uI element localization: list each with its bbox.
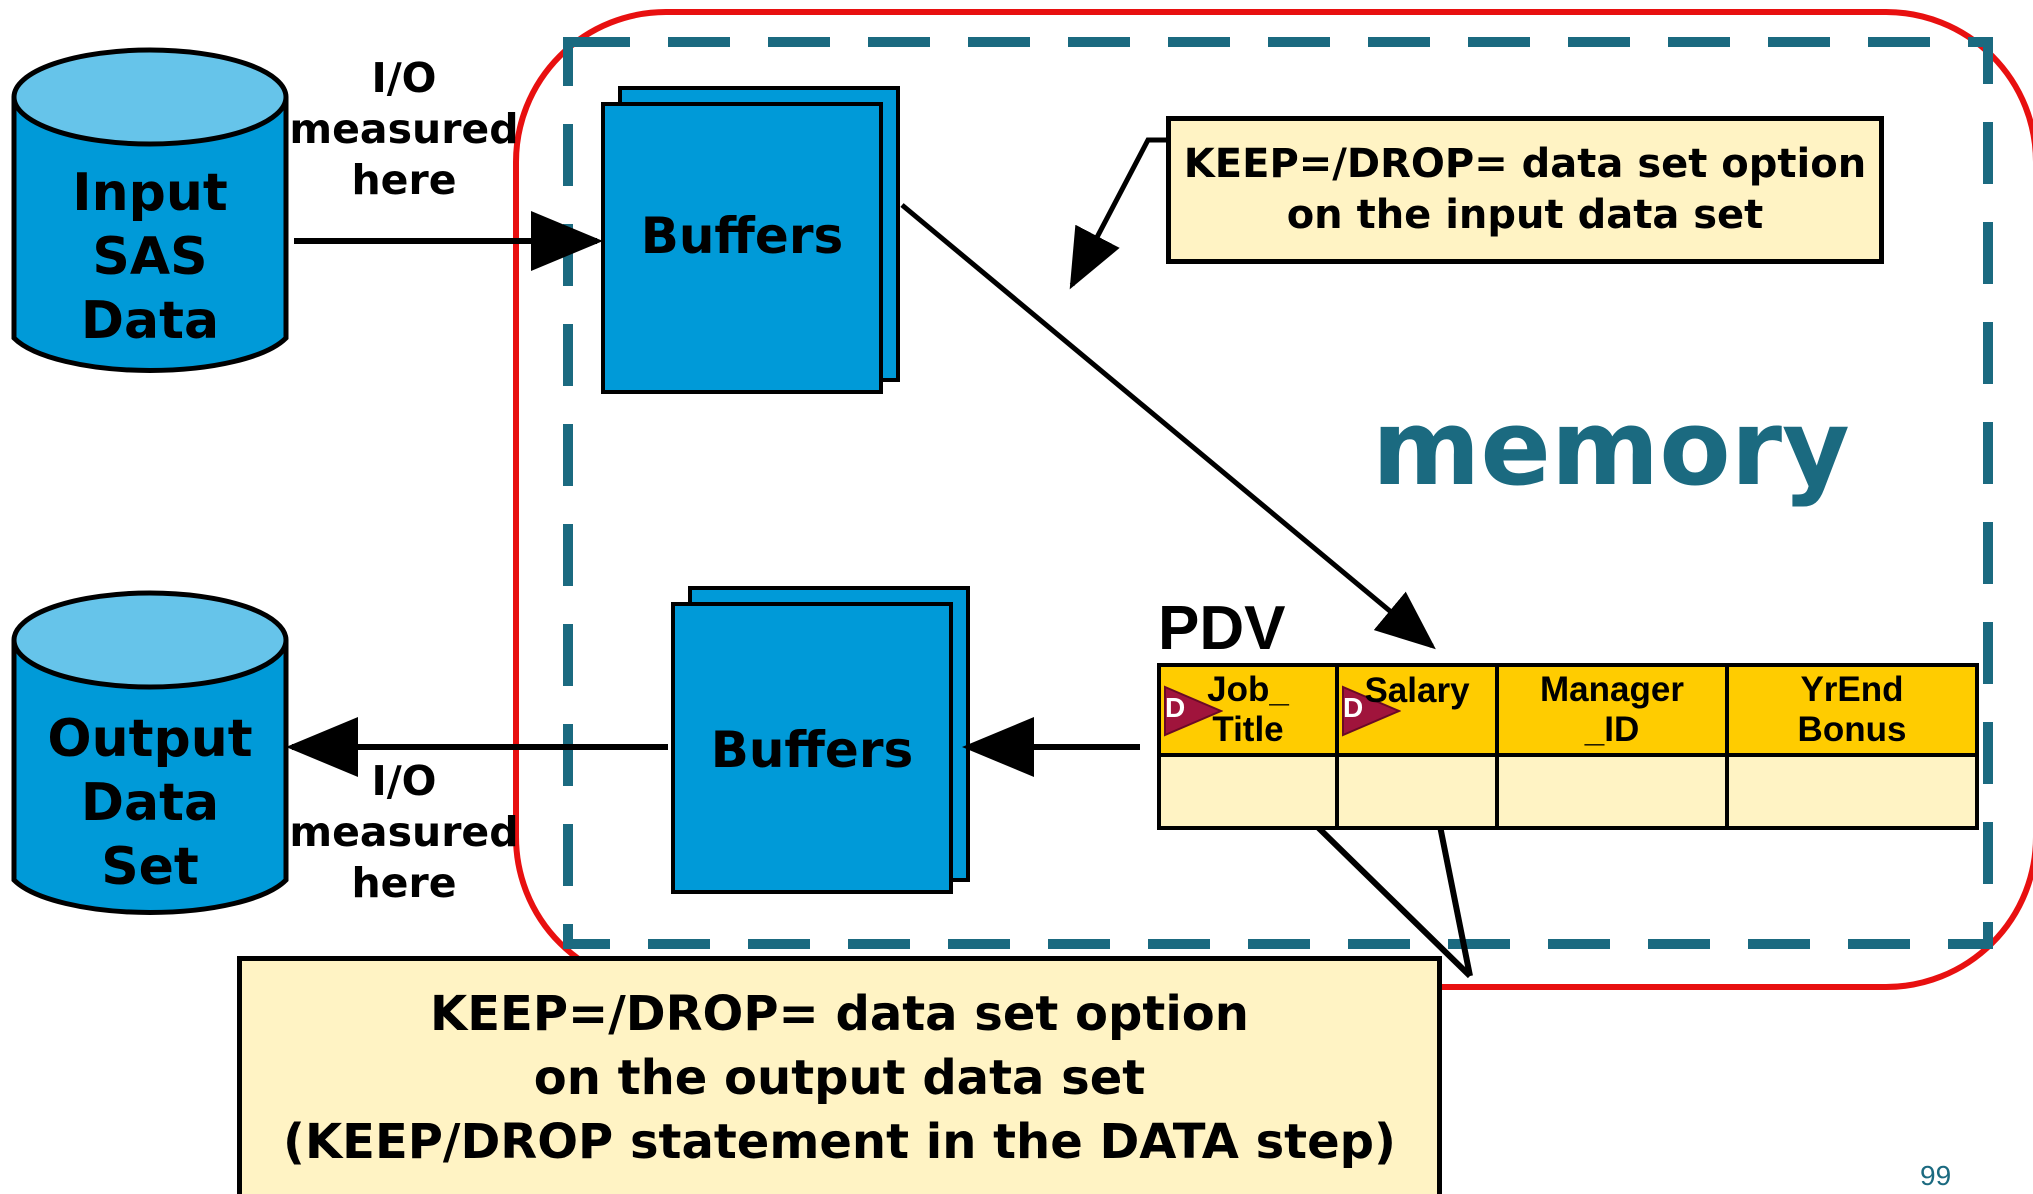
pdv-column-yrend-bonus-line-1: YrEnd [1800, 670, 1904, 709]
pdv-column-job-title-line-1: Job_ [1207, 670, 1289, 709]
input-cylinder-label: Input SAS Data [14, 161, 286, 353]
output-buffers-label: Buffers [710, 721, 914, 779]
pdv-header-row: D Job_ Title D Salary Manager _ID YrEnd … [1157, 663, 1979, 757]
pdv-value-salary [1335, 753, 1499, 830]
output-cylinder-line-1: Output [47, 709, 253, 769]
output-callout-line-2: on the output data set [533, 1049, 1146, 1106]
pdv-title: PDV [1158, 594, 1286, 663]
pdv-value-yrend-bonus [1725, 753, 1979, 830]
input-data-cylinder [11, 47, 289, 373]
io-bottom-line-3: here [351, 859, 457, 907]
pdv-column-yrend-bonus-line-2: Bonus [1797, 710, 1907, 749]
output-cylinder-label: Output Data Set [14, 707, 286, 899]
pdv-column-manager-id-line-1: Manager [1540, 670, 1684, 709]
arrow-input-callout-pointer [1069, 137, 1168, 290]
input-cylinder-line-1: Input [72, 163, 228, 223]
arrow-buffers-to-pdv [900, 203, 1436, 650]
io-bottom-line-2: measured [289, 808, 519, 856]
slide-number: 99 [1920, 1160, 1952, 1191]
pdv-column-yrend-bonus: YrEnd Bonus [1725, 663, 1979, 757]
input-buffers-stack [601, 86, 900, 394]
pdv-value-row [1157, 753, 1979, 830]
output-data-cylinder [11, 590, 289, 915]
pdv-column-job-title-line-2: Title [1212, 710, 1284, 749]
pdv-column-salary-line-1: Salary [1364, 671, 1470, 710]
io-measured-top-label: I/O measured here [274, 53, 534, 206]
pdv-table: D Job_ Title D Salary Manager _ID YrEnd … [1157, 663, 1979, 830]
output-cylinder-line-3: Set [101, 837, 199, 897]
io-bottom-line-1: I/O [371, 757, 437, 805]
output-callout-line-3: (KEEP/DROP statement in the DATA step) [283, 1113, 1396, 1170]
pdv-value-job-title [1157, 753, 1339, 830]
io-top-line-2: measured [289, 105, 519, 153]
pdv-column-manager-id: Manager _ID [1495, 663, 1729, 757]
io-measured-bottom-label: I/O measured here [274, 756, 534, 909]
input-cylinder-line-2: SAS [92, 227, 208, 287]
pdv-column-manager-id-line-2: _ID [1584, 710, 1640, 749]
dashed-boundary [563, 37, 1993, 949]
pdv-value-manager-id [1495, 753, 1729, 830]
drop-marker-job-title [1164, 685, 1223, 737]
output-callout-line-1: KEEP=/DROP= data set option [430, 985, 1249, 1042]
memory-label: memory [1372, 387, 1850, 509]
input-cylinder-line-3: Data [80, 291, 220, 351]
output-buffers-stack [671, 586, 970, 894]
io-top-line-3: here [351, 156, 457, 204]
drop-marker-salary [1342, 685, 1401, 737]
input-callout-line-2: on the input data set [1286, 192, 1764, 238]
input-keep-drop-callout: KEEP=/DROP= data set option on the input… [1166, 116, 1884, 264]
output-cylinder-line-2: Data [80, 773, 220, 833]
pdv-column-job-title: D Job_ Title [1157, 663, 1339, 757]
pdv-column-salary: D Salary [1335, 663, 1499, 757]
io-top-line-1: I/O [371, 54, 437, 102]
output-keep-drop-callout: KEEP=/DROP= data set option on the outpu… [237, 956, 1442, 1194]
input-callout-line-1: KEEP=/DROP= data set option [1183, 141, 1867, 187]
input-buffers-label: Buffers [640, 207, 844, 265]
